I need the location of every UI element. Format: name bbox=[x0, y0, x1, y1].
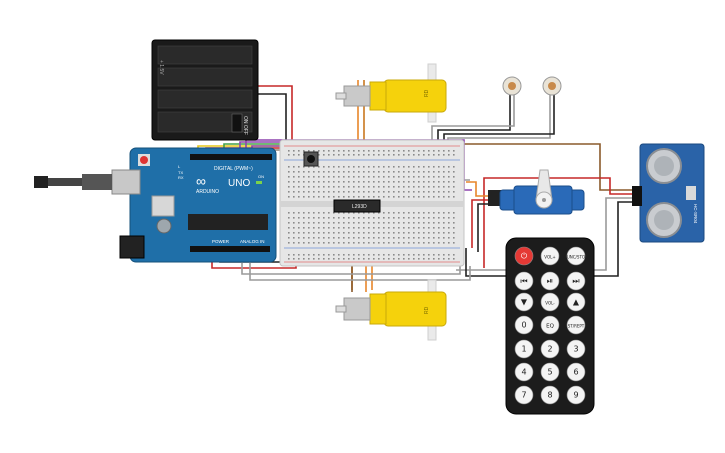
power-header bbox=[190, 246, 270, 252]
remote-button-4[interactable]: 4 bbox=[514, 362, 534, 382]
remote-button-func-stop[interactable]: FUNC/STOP bbox=[565, 246, 588, 266]
remote-button-label: VOL+ bbox=[544, 255, 555, 260]
photoresistor-right bbox=[542, 76, 562, 96]
arduino-logo-symbol: ∞ bbox=[196, 173, 206, 189]
remote-button-down[interactable]: ▼ bbox=[514, 292, 534, 312]
rewind-icon: ⏮ bbox=[520, 277, 527, 286]
battery-switch[interactable] bbox=[231, 113, 243, 133]
down-icon: ▼ bbox=[521, 298, 528, 307]
remote-button-label: EQ bbox=[546, 324, 554, 330]
play-pause-icon: ⏯ bbox=[547, 277, 553, 286]
ultrasonic-sensor: HC-SR04 bbox=[632, 143, 705, 243]
l293d-driver-chip: L293D bbox=[333, 199, 381, 213]
atmega-chip bbox=[188, 214, 268, 230]
driver-chip-label: L293D bbox=[352, 204, 367, 210]
photoresistor-left bbox=[502, 76, 522, 96]
breadboard-holes bbox=[288, 150, 455, 260]
motor-top-label: RD bbox=[424, 89, 430, 97]
remote-button-label: 1 bbox=[521, 345, 526, 354]
battery-black-wire bbox=[258, 93, 287, 160]
power-label: POWER bbox=[212, 239, 230, 244]
remote-button-eq[interactable]: EQ bbox=[540, 315, 560, 335]
dc-motor-top: RD bbox=[335, 63, 447, 123]
remote-button-play-pause[interactable]: ⏯ bbox=[540, 271, 560, 291]
digital-label: DIGITAL (PWM~) bbox=[214, 166, 253, 172]
on-label: ON bbox=[258, 174, 264, 179]
power-icon: ⏻ bbox=[521, 252, 528, 261]
remote-button-label: VOL- bbox=[545, 301, 555, 306]
on-led bbox=[256, 181, 262, 184]
ultrasonic-brown-wire bbox=[461, 143, 640, 191]
remote-button-label: 5 bbox=[547, 368, 552, 377]
remote-button-rewind[interactable]: ⏮ bbox=[514, 271, 534, 291]
ir-remote: ⏻ VOL+ FUNC/STOP ⏮ ⏯ ⏭ ▼ VOL- ▲ 0 EQ ST/REPT 1 2 3 4 5 6 7… bbox=[505, 237, 595, 415]
remote-button-label: 3 bbox=[573, 345, 578, 354]
header-wire-purple-3 bbox=[245, 139, 472, 191]
analog-gray-wire-2 bbox=[249, 252, 471, 281]
remote-button-label: 4 bbox=[521, 368, 526, 377]
servo-wire-black bbox=[477, 203, 500, 252]
remote-button-6[interactable]: 6 bbox=[566, 362, 586, 382]
l-label: L bbox=[178, 164, 181, 169]
ultrasonic-black-wire bbox=[465, 201, 640, 277]
remote-button-vol-[interactable]: VOL- bbox=[540, 292, 560, 312]
servo-motor bbox=[488, 169, 585, 215]
remote-button-label: FUNC/STOP bbox=[565, 255, 588, 260]
remote-button-up[interactable]: ▲ bbox=[566, 292, 586, 312]
remote-button-9[interactable]: 9 bbox=[566, 385, 586, 405]
arduino-model: UNO bbox=[228, 178, 250, 189]
ultrasonic-red-wire bbox=[483, 177, 640, 268]
remote-button-power[interactable]: ⏻ bbox=[514, 246, 534, 266]
remote-button-1[interactable]: 1 bbox=[514, 339, 534, 359]
tx-label: TX bbox=[178, 170, 183, 175]
remote-button-fast-forward[interactable]: ⏭ bbox=[566, 271, 586, 291]
remote-button-label: 2 bbox=[547, 345, 552, 354]
remote-button-label: 6 bbox=[573, 368, 578, 377]
remote-button-label: 7 bbox=[521, 391, 526, 400]
usb-port bbox=[111, 169, 141, 195]
remote-button-3[interactable]: 3 bbox=[566, 339, 586, 359]
arduino-uno: ∞ ARDUINO UNO DIGITAL (PWM~) POWER ANALO… bbox=[111, 147, 277, 263]
remote-button-label: ST/REPT bbox=[568, 324, 585, 329]
remote-button-7[interactable]: 7 bbox=[514, 385, 534, 405]
usb-cable bbox=[34, 174, 112, 190]
power-jack bbox=[119, 235, 145, 259]
analog-label: ANALOG IN bbox=[240, 239, 265, 244]
arduino-brand: ARDUINO bbox=[196, 189, 219, 195]
remote-button-5[interactable]: 5 bbox=[540, 362, 560, 382]
dc-motor-bottom: RD bbox=[335, 279, 447, 341]
digital-header bbox=[190, 154, 272, 160]
battery-switch-label: ON OFF bbox=[242, 116, 248, 135]
remote-button-vol-[interactable]: VOL+ bbox=[540, 246, 560, 266]
reset-button[interactable] bbox=[140, 156, 148, 164]
fast-forward-icon: ⏭ bbox=[572, 277, 579, 286]
battery-red-wire bbox=[258, 85, 293, 160]
analog-gray-wire bbox=[241, 252, 461, 275]
rx-label: RX bbox=[178, 175, 184, 180]
svg-text:+ 1.5V: + 1.5V bbox=[158, 60, 164, 75]
remote-button-label: 8 bbox=[547, 391, 552, 400]
battery-pack: + 1.5V ON OFF bbox=[151, 39, 259, 141]
remote-buttons: ⏻ VOL+ FUNC/STOP ⏮ ⏯ ⏭ ▼ VOL- ▲ 0 EQ ST/REPT 1 2 3 4 5 6 7… bbox=[514, 246, 588, 405]
remote-button-8[interactable]: 8 bbox=[540, 385, 560, 405]
remote-button-0[interactable]: 0 bbox=[514, 315, 534, 335]
ultrasonic-label: HC-SR04 bbox=[693, 204, 698, 224]
remote-button-label: 0 bbox=[521, 321, 526, 330]
push-button[interactable] bbox=[303, 151, 319, 167]
up-icon: ▲ bbox=[573, 298, 580, 307]
remote-button-label: 9 bbox=[573, 391, 578, 400]
remote-button-2[interactable]: 2 bbox=[540, 339, 560, 359]
servo-wire-red bbox=[471, 199, 500, 248]
motor-bottom-label: RD bbox=[424, 306, 430, 314]
remote-button-st-rept[interactable]: ST/REPT bbox=[566, 315, 586, 335]
